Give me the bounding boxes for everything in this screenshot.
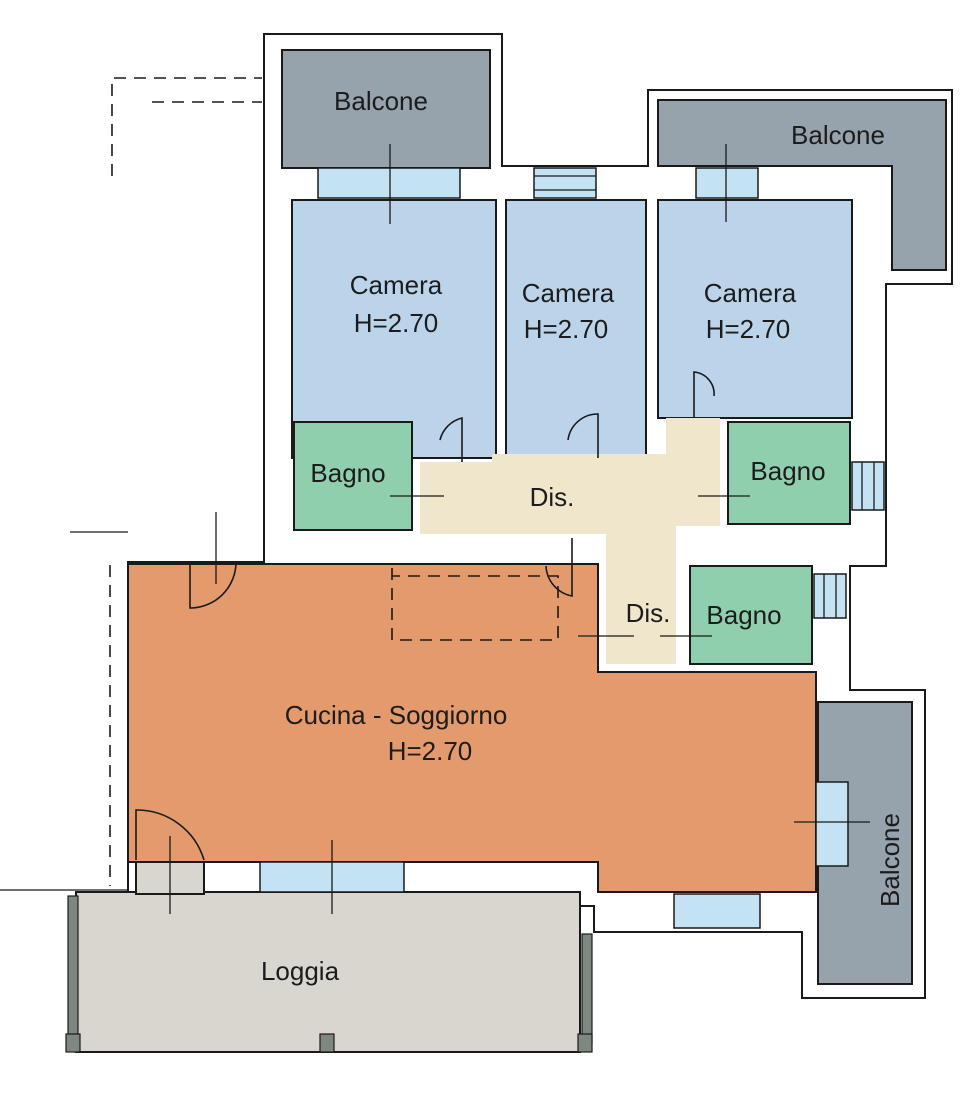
room-labels: Balcone Balcone Balcone Camera H=2.70 Ca…: [261, 86, 905, 986]
room-balcone-top-right: [657, 99, 947, 271]
window: [317, 167, 461, 199]
label-camera-3-height: H=2.70: [706, 314, 791, 344]
window: [851, 461, 885, 511]
label-bagno-right: Bagno: [750, 456, 825, 486]
room-balcone-top-left: [281, 49, 491, 169]
door-swing: [439, 416, 463, 462]
label-camera-3-name: Camera: [704, 278, 797, 308]
label-cucina-name: Cucina - Soggiorno: [285, 700, 508, 730]
label-balcone-right: Balcone: [875, 813, 905, 907]
label-camera-1-height: H=2.70: [354, 308, 439, 338]
label-loggia: Loggia: [261, 956, 340, 986]
door-swing: [693, 371, 715, 418]
room-bagno-right: [727, 421, 851, 525]
window: [695, 167, 759, 199]
door-swing: [545, 538, 573, 597]
window: [533, 167, 597, 199]
label-bagno-lower: Bagno: [706, 600, 781, 630]
room-camera-1: [291, 199, 497, 459]
window: [815, 781, 849, 867]
door-swing: [189, 561, 237, 609]
door-swing: [567, 413, 599, 458]
label-balcone-top-left: Balcone: [334, 86, 428, 116]
room-camera-3: [657, 199, 853, 419]
label-camera-1-name: Camera: [350, 270, 443, 300]
door-swing: [135, 809, 205, 861]
window: [813, 573, 847, 619]
axis-ticks: [169, 144, 870, 914]
label-camera-2-name: Camera: [522, 278, 615, 308]
room-bagno-left: [293, 421, 413, 531]
label-dis-main: Dis.: [530, 482, 575, 512]
label-balcone-top-right: Balcone: [791, 120, 885, 150]
label-dis-small: Dis.: [626, 598, 671, 628]
window: [673, 893, 761, 929]
external-dashed-outline: [0, 77, 262, 891]
label-bagno-left: Bagno: [310, 458, 385, 488]
room-bagno-lower: [689, 565, 813, 665]
kitchen-dashed-outline: [391, 568, 559, 641]
doors: [135, 371, 715, 861]
room-disimpegno: [420, 418, 720, 664]
label-cucina-height: H=2.70: [388, 736, 473, 766]
label-camera-2-height: H=2.70: [524, 314, 609, 344]
